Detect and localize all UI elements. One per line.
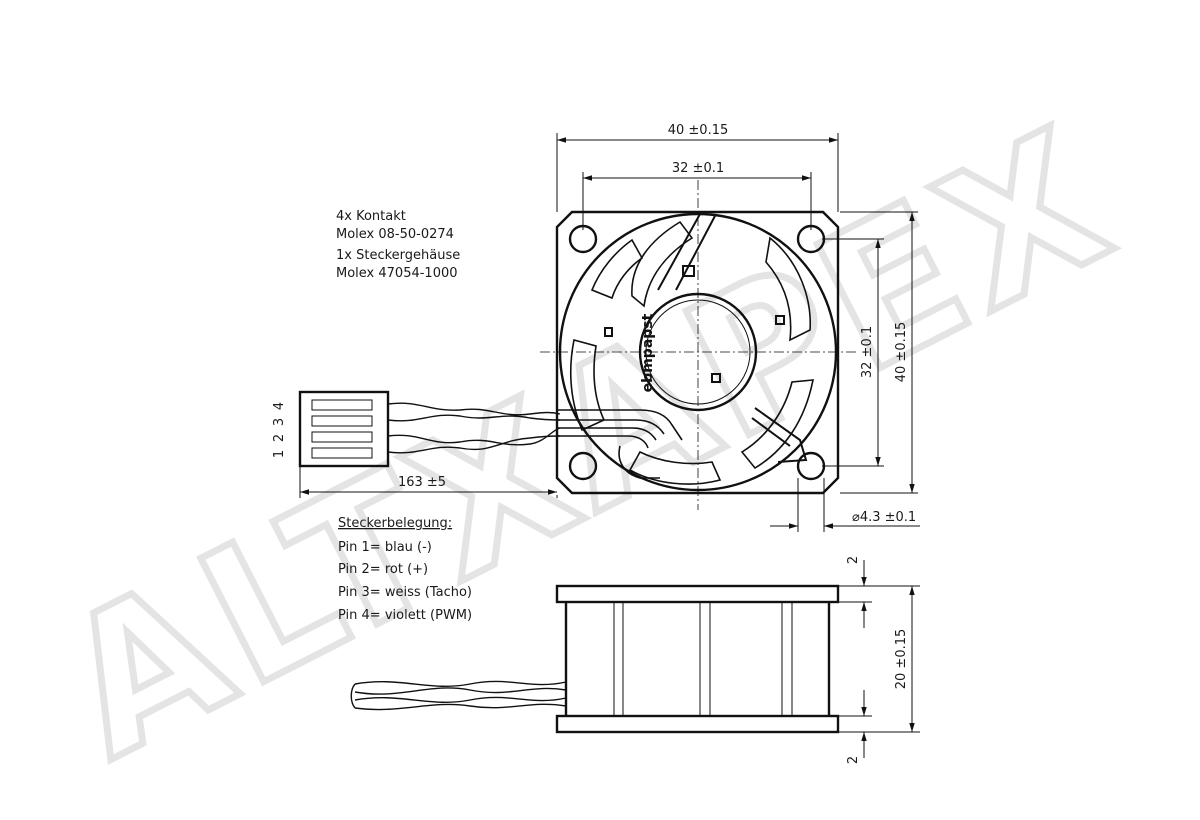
twisted-cable xyxy=(387,402,561,454)
pin-assignment-3: Pin 3= weiss (Tacho) xyxy=(338,585,472,600)
watermark: ALTXAPEX xyxy=(30,86,1145,800)
pin-assignment: Steckerbelegung: Pin 1= blau (-) Pin 2= … xyxy=(338,516,472,623)
fan-struts xyxy=(604,213,808,463)
contact-note-1: 4x Kontakt xyxy=(336,209,406,224)
dimensions-front: 40 ±0.15 32 ±0.1 32 ±0.1 40 ±0.15 ⌀4.3 ±… xyxy=(556,123,920,532)
side-body xyxy=(564,602,831,716)
pin-assignment-title: Steckerbelegung: xyxy=(338,516,452,531)
fan-side-view xyxy=(350,584,840,734)
fan-blades xyxy=(569,220,814,485)
dimension-height-outer: 40 ±0.15 xyxy=(894,322,909,383)
connector-housing xyxy=(298,390,390,468)
pin-assignment-1: Pin 1= blau (-) xyxy=(338,540,432,555)
dimension-width-outer: 40 ±0.15 xyxy=(668,123,729,138)
contact-note-3: 1x Steckergehäuse xyxy=(336,248,460,263)
pin-assignment-2: Pin 2= rot (+) xyxy=(338,562,428,577)
side-flange-top xyxy=(555,584,840,604)
contact-note-2: Molex 08-50-0274 xyxy=(336,227,454,242)
side-flange-bottom xyxy=(555,714,840,734)
contact-note-4: Molex 47054-1000 xyxy=(336,266,458,281)
fan-front-view: ebmpapst xyxy=(540,180,858,510)
fan-frame-outer xyxy=(555,210,840,495)
dimension-cable-length: 163 ±5 xyxy=(398,475,446,490)
dimension-flange-bottom: 2 xyxy=(846,756,861,764)
dimension-width-holes: 32 ±0.1 xyxy=(672,161,724,176)
dimension-height-holes: 32 ±0.1 xyxy=(860,326,875,378)
dimensions-side: 20 ±0.15 2 2 xyxy=(838,556,920,764)
mounting-hole-br xyxy=(796,451,826,481)
connector-slot-1 xyxy=(311,447,373,459)
dimension-hole-diameter: ⌀4.3 ±0.1 xyxy=(852,510,916,525)
connector-slot-4 xyxy=(311,399,373,411)
pin-number-3: 3 xyxy=(272,418,287,426)
pin-number-2: 2 xyxy=(272,434,287,442)
connector-slot-2 xyxy=(311,431,373,443)
dimension-depth: 20 ±0.15 xyxy=(894,629,909,690)
side-cable xyxy=(350,680,567,711)
mounting-hole-bl xyxy=(568,451,598,481)
pin-number-1: 1 xyxy=(272,450,287,458)
contact-notes: 4x Kontakt Molex 08-50-0274 1x Steckerge… xyxy=(336,209,460,281)
brand-logo: ebmpapst xyxy=(640,313,656,392)
pin-assignment-4: Pin 4= violett (PWM) xyxy=(338,608,472,623)
pin-number-4: 4 xyxy=(272,402,287,410)
cable-assembly: 1 2 3 4 163 ±5 xyxy=(272,390,561,498)
cable-channel xyxy=(558,409,683,479)
dimension-flange-top: 2 xyxy=(846,556,861,564)
connector-slot-3 xyxy=(311,415,373,427)
